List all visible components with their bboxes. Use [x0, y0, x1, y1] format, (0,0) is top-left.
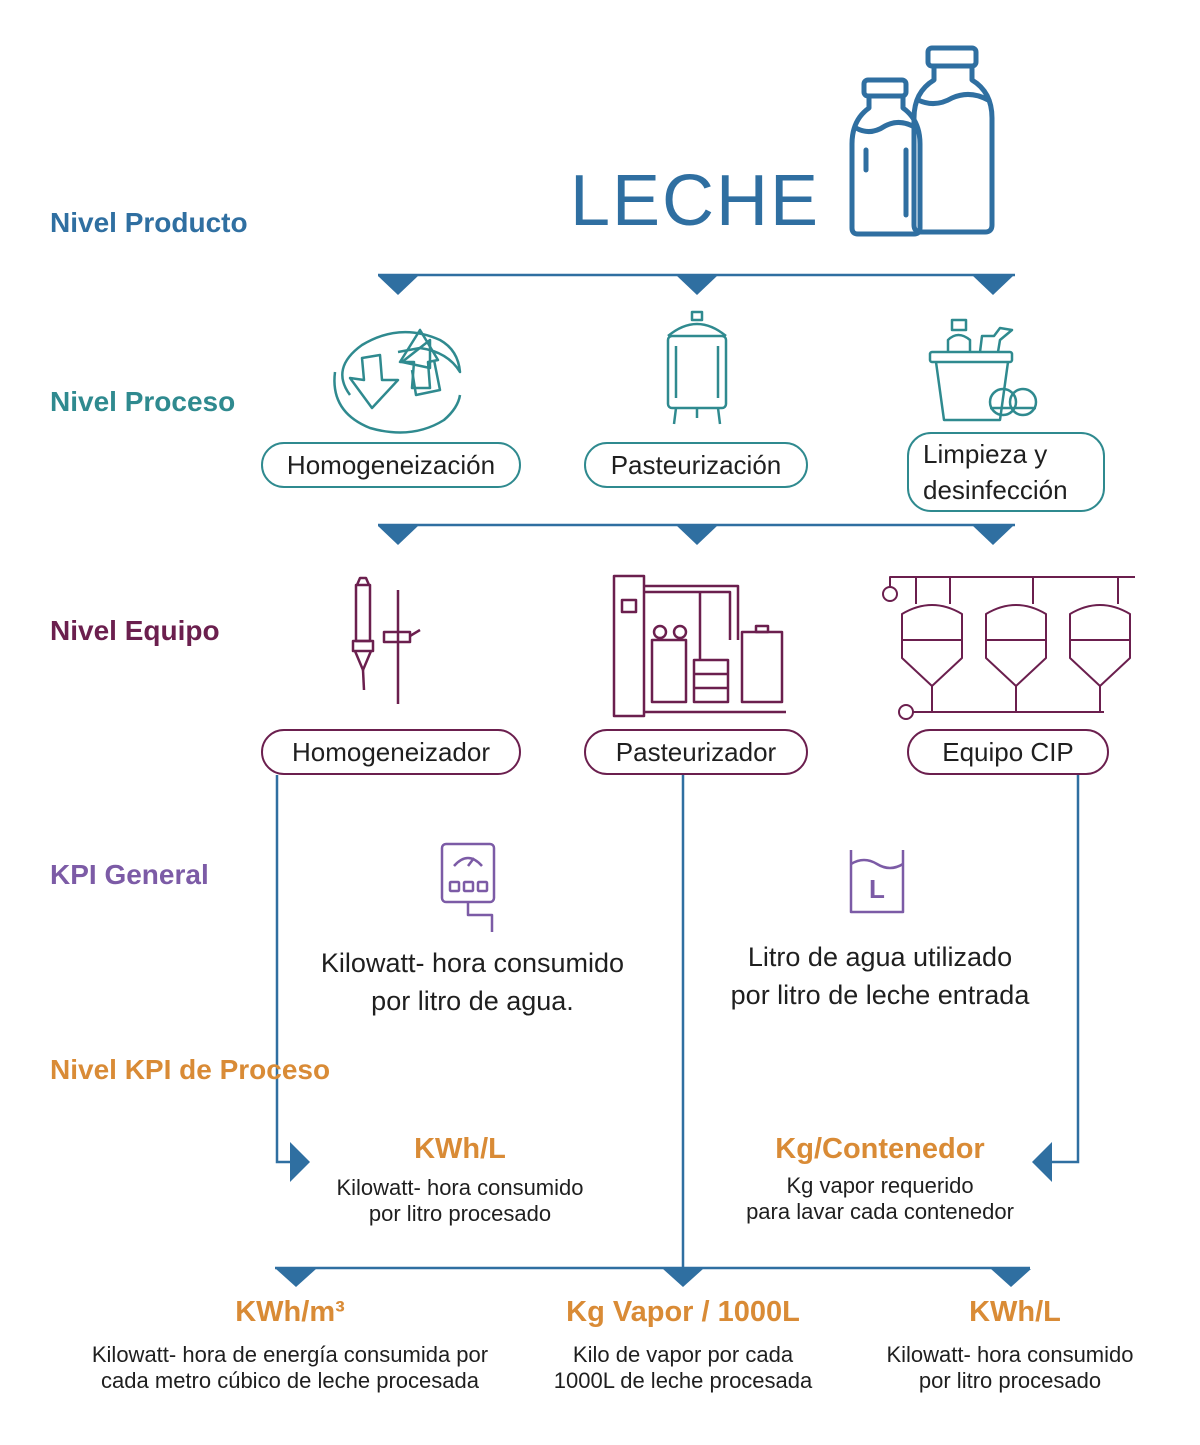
- equipment-label-homogenizer: Homogeneizador: [291, 736, 490, 767]
- arrowhead-down: [677, 276, 717, 295]
- equipment-label-pasteurizer: Pasteurizador: [615, 736, 777, 767]
- kpi-general-text-water: Litro de agua utilizado por litro de lec…: [730, 942, 1030, 1010]
- kpi-bottom-desc-kwh-m3: Kilowatt- hora de energía consumida por …: [91, 1342, 489, 1393]
- equipment-box-cip: Equipo CIP: [907, 729, 1109, 775]
- arrowhead-down: [973, 526, 1013, 545]
- water-liter-icon: L: [849, 850, 905, 914]
- recycle-arrows-icon: [333, 328, 462, 434]
- arrowhead-down: [973, 276, 1013, 295]
- equipment-box-pasteurizer: Pasteurizador: [584, 729, 808, 775]
- kpi-general-text-energy: Kilowatt- hora consumido por litro de ag…: [320, 948, 625, 1016]
- kpi-bottom-title-kg-vapor: Kg Vapor / 1000L: [566, 1296, 800, 1328]
- cip-tanks-icon: [882, 576, 1135, 720]
- arrowhead-down: [276, 1269, 316, 1287]
- kpi-process-title-kg-container: Kg/Contenedor: [775, 1133, 985, 1165]
- process-box-cleaning: Limpieza y desinfección: [907, 432, 1105, 512]
- milk-bottles-icon: [849, 45, 995, 237]
- equipment-box-homogenizer: Homogeneizador: [261, 729, 521, 775]
- level-label-kpi-general: KPI General: [50, 859, 209, 890]
- arrowhead-down: [378, 526, 418, 545]
- level-label-kpi-process: Nivel KPI de Proceso: [50, 1054, 331, 1085]
- product-title: LECHE: [569, 161, 821, 241]
- arrowhead-down: [378, 276, 418, 295]
- arrowhead-down: [677, 526, 717, 545]
- arrowhead-down: [991, 1269, 1031, 1287]
- level-label-product: Nivel Producto: [50, 207, 248, 238]
- cleaning-bucket-icon: [928, 318, 1038, 422]
- kpi-process-desc-kwh-l: Kilowatt- hora consumido por litro proce…: [336, 1175, 584, 1226]
- process-label-cleaning: Limpieza y desinfección: [923, 439, 1068, 505]
- process-label-pasteurization: Pasteurización: [610, 449, 782, 480]
- arrowhead-down: [663, 1269, 703, 1287]
- process-box-pasteurization: Pasteurización: [584, 442, 808, 488]
- level-label-process: Nivel Proceso: [50, 386, 236, 417]
- process-label-homogenization: Homogeneización: [286, 449, 496, 480]
- energy-meter-icon: [440, 842, 496, 932]
- homogenizer-icon: [351, 576, 421, 704]
- process-box-homogenization: Homogeneización: [261, 442, 521, 488]
- kpi-bottom-title-kwh-l: KWh/L: [969, 1296, 1061, 1328]
- liter-letter: L: [869, 874, 885, 904]
- kpi-process-desc-kg-container: Kg vapor requerido para lavar cada conte…: [746, 1173, 1014, 1224]
- pasteurizer-machine-icon: [612, 574, 786, 718]
- level-label-equipment: Nivel Equipo: [50, 615, 220, 646]
- tank-icon: [666, 310, 728, 425]
- kpi-bottom-desc-kwh-l: Kilowatt- hora consumido por litro proce…: [886, 1342, 1134, 1393]
- kpi-bottom-title-kwh-m3: KWh/m³: [235, 1296, 345, 1328]
- kpi-process-title-kwh-l: KWh/L: [414, 1133, 506, 1165]
- kpi-bottom-desc-kg-vapor: Kilo de vapor por cada 1000L de leche pr…: [553, 1342, 813, 1393]
- arrowhead-left: [1032, 1142, 1052, 1182]
- equipment-label-cip: Equipo CIP: [942, 736, 1074, 767]
- arrowhead-right: [290, 1142, 310, 1182]
